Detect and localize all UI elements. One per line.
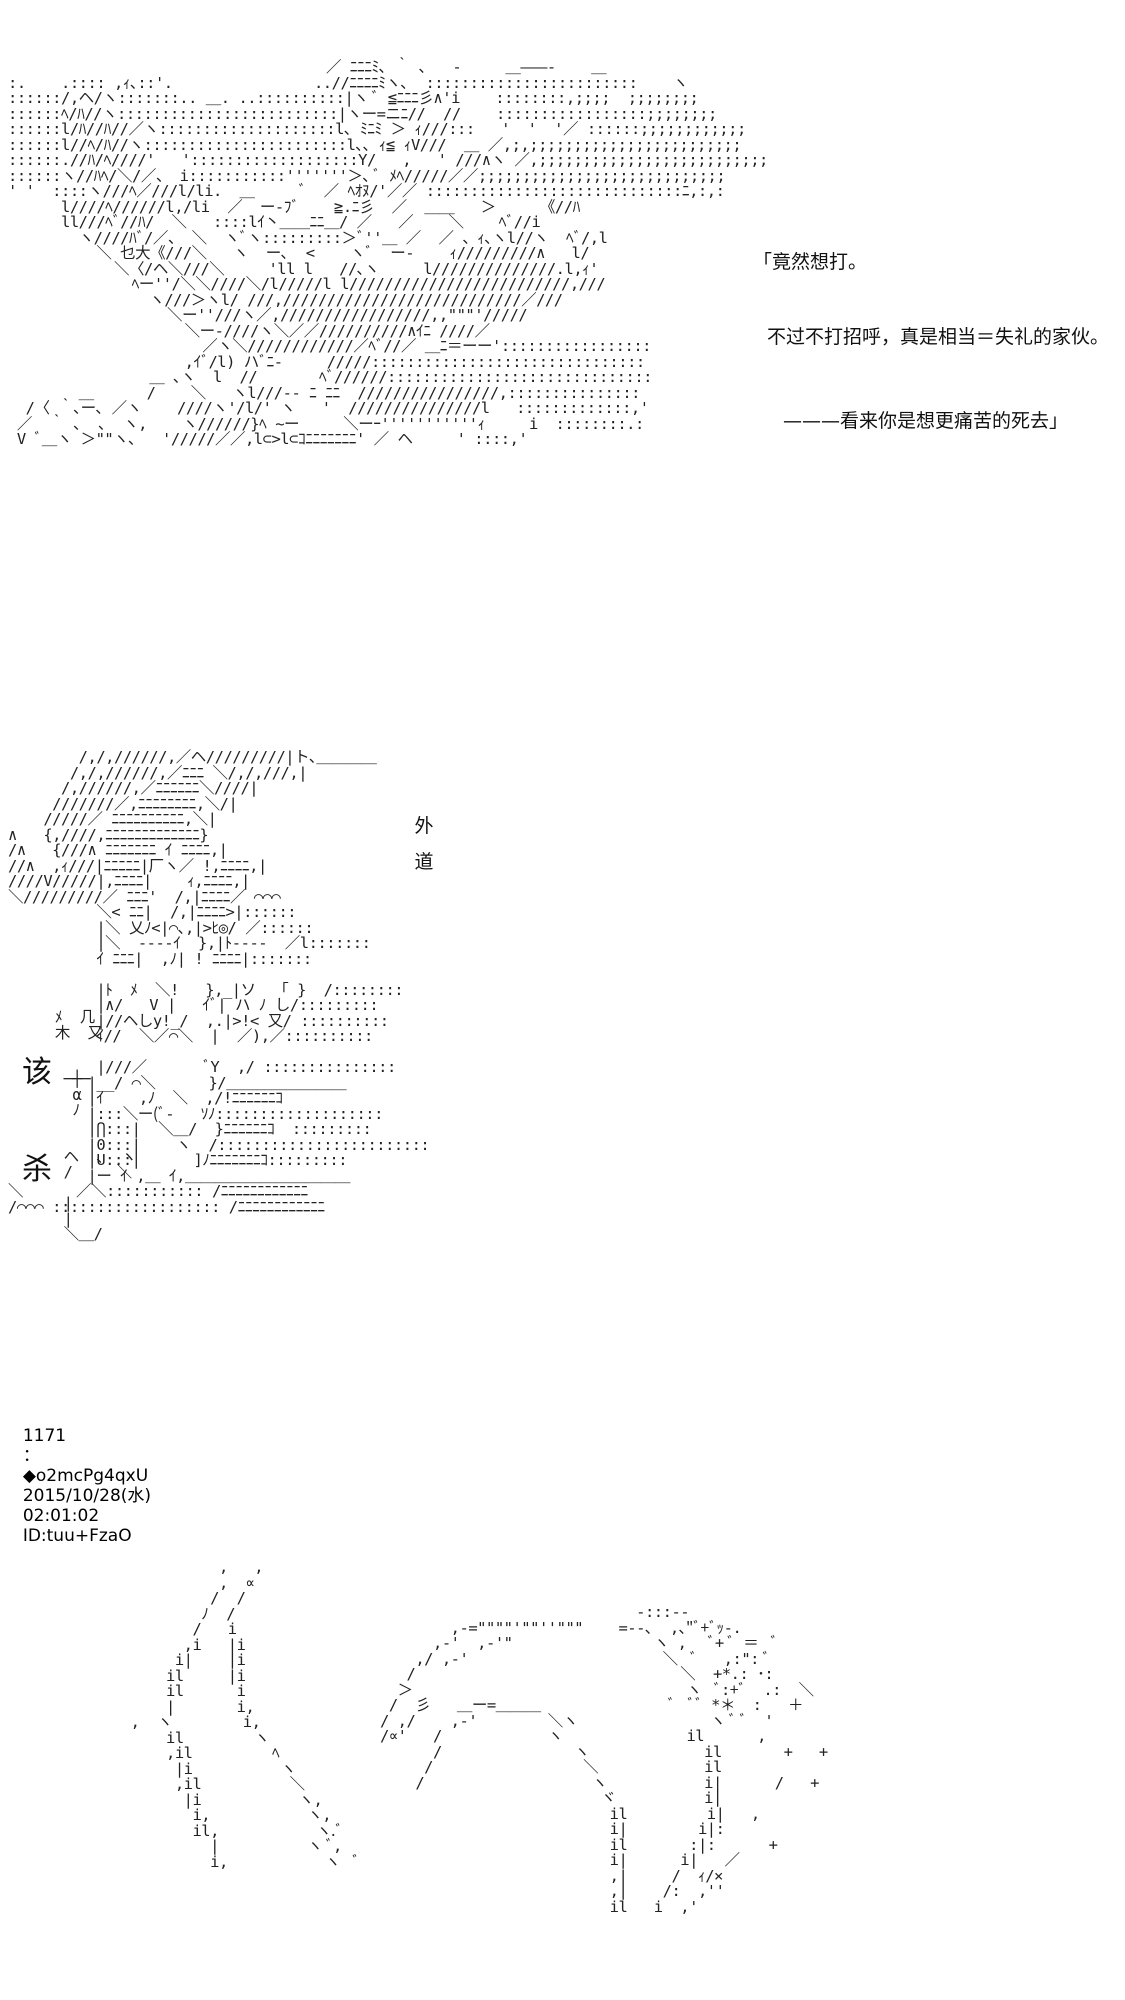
ascii-art-panel-3-right: -:::-- ,-=""""'""''""" =--､ ,､"ﾞ+ﾞｯ-. ,-… [380,1603,828,1916]
dialogue-line-2: 不过不打招呼，真是相当＝失礼的家伙。 [767,326,1110,348]
post-time: 02:01:02 [22,1506,100,1526]
vertical-text-gedo: 外 道 [413,808,435,880]
ascii-art-panel-1: ／ ﾆﾆﾆﾐ､ ｀ ､ - ＿―――- ＿ :. .:::: ,ｨ､::'. .… [8,58,768,448]
post-date: 2015/10/28(水) [22,1486,152,1506]
ascii-art-panel-2-side: ﾒ 几 木 又 ─┼─ α ﾉ ヘ ､ ヽ / ＼ | | ＼＿/ [54,1008,137,1243]
dialogue-speech-bubble: 「竟然想打。 不过不打招呼，真是相当＝失礼的家伙。 ———看来你是想更痛苦的死去… [753,200,1109,459]
post-author-name[interactable]: ◆o2mcPg4qxU [22,1466,149,1486]
post-id[interactable]: ID:tuu+FzaO [22,1526,132,1546]
dialogue-line-3: ———看来你是想更痛苦的死去」 [783,410,1069,432]
post-number: 1171 [22,1426,67,1446]
post-separator: ： [22,1446,40,1466]
vertical-char-2: 道 [414,851,434,873]
ascii-art-panel-3: , , , ∝ / / ﾉ / / i ,i |i i| |i il |i il… [130,1558,360,1871]
left-text-sha: 杀 [22,1152,52,1187]
left-text-gai: 该 [22,1055,52,1090]
vertical-char-1: 外 [414,815,434,837]
post-header: 1171 ： ◆o2mcPg4qxU 2015/10/28(水) 02:01:0… [12,1406,151,1546]
dialogue-line-1: 「竟然想打。 [753,251,868,273]
ascii-art-panel-2: /,/,//////,／ヘ/////////|ト､＿＿＿＿ /,/,//////… [8,748,430,1216]
